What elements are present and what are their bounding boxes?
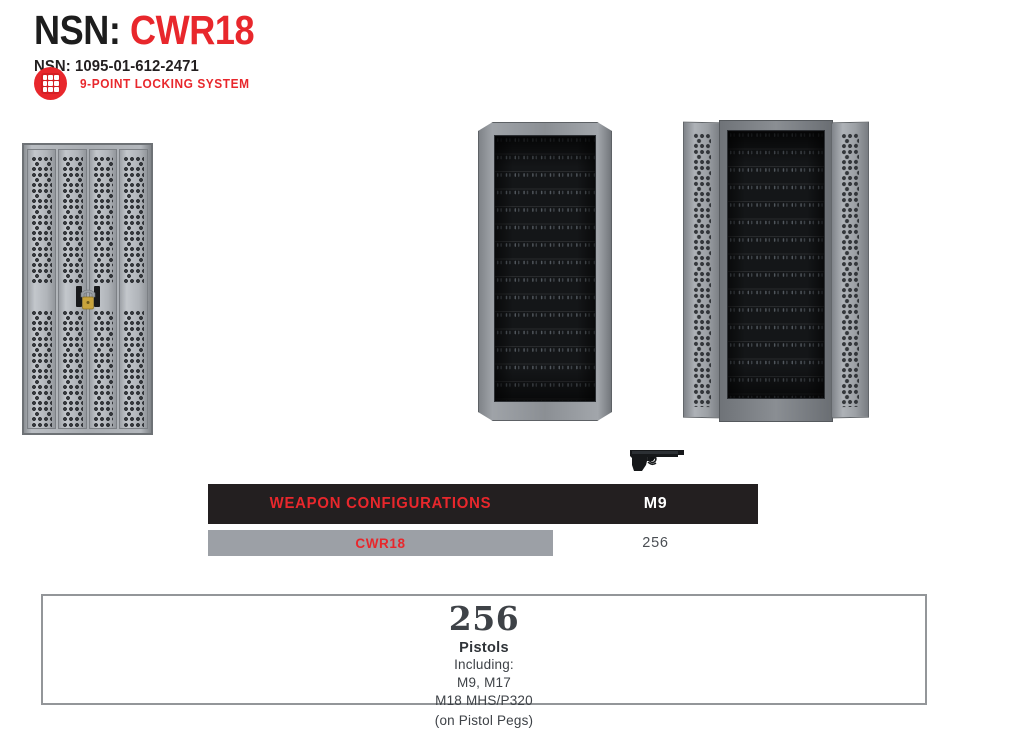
9-point-lock-icon [34, 67, 67, 100]
summary-models-line-2: M18 MHS/P320 [435, 692, 533, 708]
cabinet-open-interior-image [478, 122, 612, 421]
pistol-icon [630, 450, 684, 471]
table-header-weapon-m9: M9 [643, 495, 668, 512]
interior-shading [495, 136, 595, 401]
table-row: CWR18 256 [208, 530, 758, 556]
door-handle [93, 286, 100, 307]
perforation-pattern [31, 310, 52, 428]
cabinet-door-open-left [683, 121, 721, 419]
cabinet-door-panel [27, 149, 56, 429]
perforation-pattern [123, 156, 144, 284]
perforation-pattern [693, 132, 711, 408]
summary-including-label: Including: [454, 657, 514, 672]
cabinet-door-open-right [831, 121, 869, 419]
perforation-pattern [92, 310, 114, 428]
page-title-model: CWR18 [130, 7, 255, 53]
cabinet-door-panel [88, 149, 118, 429]
cabinet-closed-front-image [22, 143, 153, 435]
cabinet-door-panel [119, 149, 148, 429]
door-handle [75, 286, 82, 307]
summary-note: (on Pistol Pegs) [434, 713, 534, 729]
summary-total-count: 256 [448, 599, 520, 638]
perforation-pattern [123, 310, 144, 428]
cabinet-body [719, 120, 833, 422]
cabinet-interior [727, 130, 825, 399]
weapon-configurations-table-header: WEAPON CONFIGURATIONS M9 [208, 484, 758, 524]
product-header: NSN: CWR18 NSN: 1095-01-612-2471 9-POINT… [34, 10, 454, 100]
perforation-pattern [31, 156, 52, 284]
cabinet-interior [494, 135, 596, 402]
interior-shading [728, 131, 824, 398]
page-title-prefix: NSN: [34, 7, 121, 53]
table-header-configurations: WEAPON CONFIGURATIONS [269, 495, 492, 512]
perforation-pattern [61, 156, 83, 284]
perforation-pattern [841, 132, 859, 408]
perforation-pattern [61, 310, 83, 428]
perforation-pattern [92, 156, 114, 284]
page-title: NSN: CWR18 [34, 10, 404, 51]
table-cell-capacity: 256 [642, 535, 669, 551]
table-cell-model: CWR18 [208, 530, 553, 556]
nsn-number: NSN: 1095-01-612-2471 [34, 58, 199, 75]
lock-feature-label: 9-POINT LOCKING SYSTEM [80, 76, 250, 91]
lock-feature: 9-POINT LOCKING SYSTEM [34, 67, 259, 100]
summary-weapon-type: Pistols [459, 640, 509, 656]
cabinet-door-panel [57, 149, 87, 429]
padlock-icon [80, 289, 95, 310]
capacity-summary-box: 256 Pistols Including: M9, M17 M18 MHS/P… [41, 594, 927, 728]
cabinet-open-doors-image [683, 120, 869, 422]
summary-models-line-1: M9, M17 [457, 674, 511, 690]
